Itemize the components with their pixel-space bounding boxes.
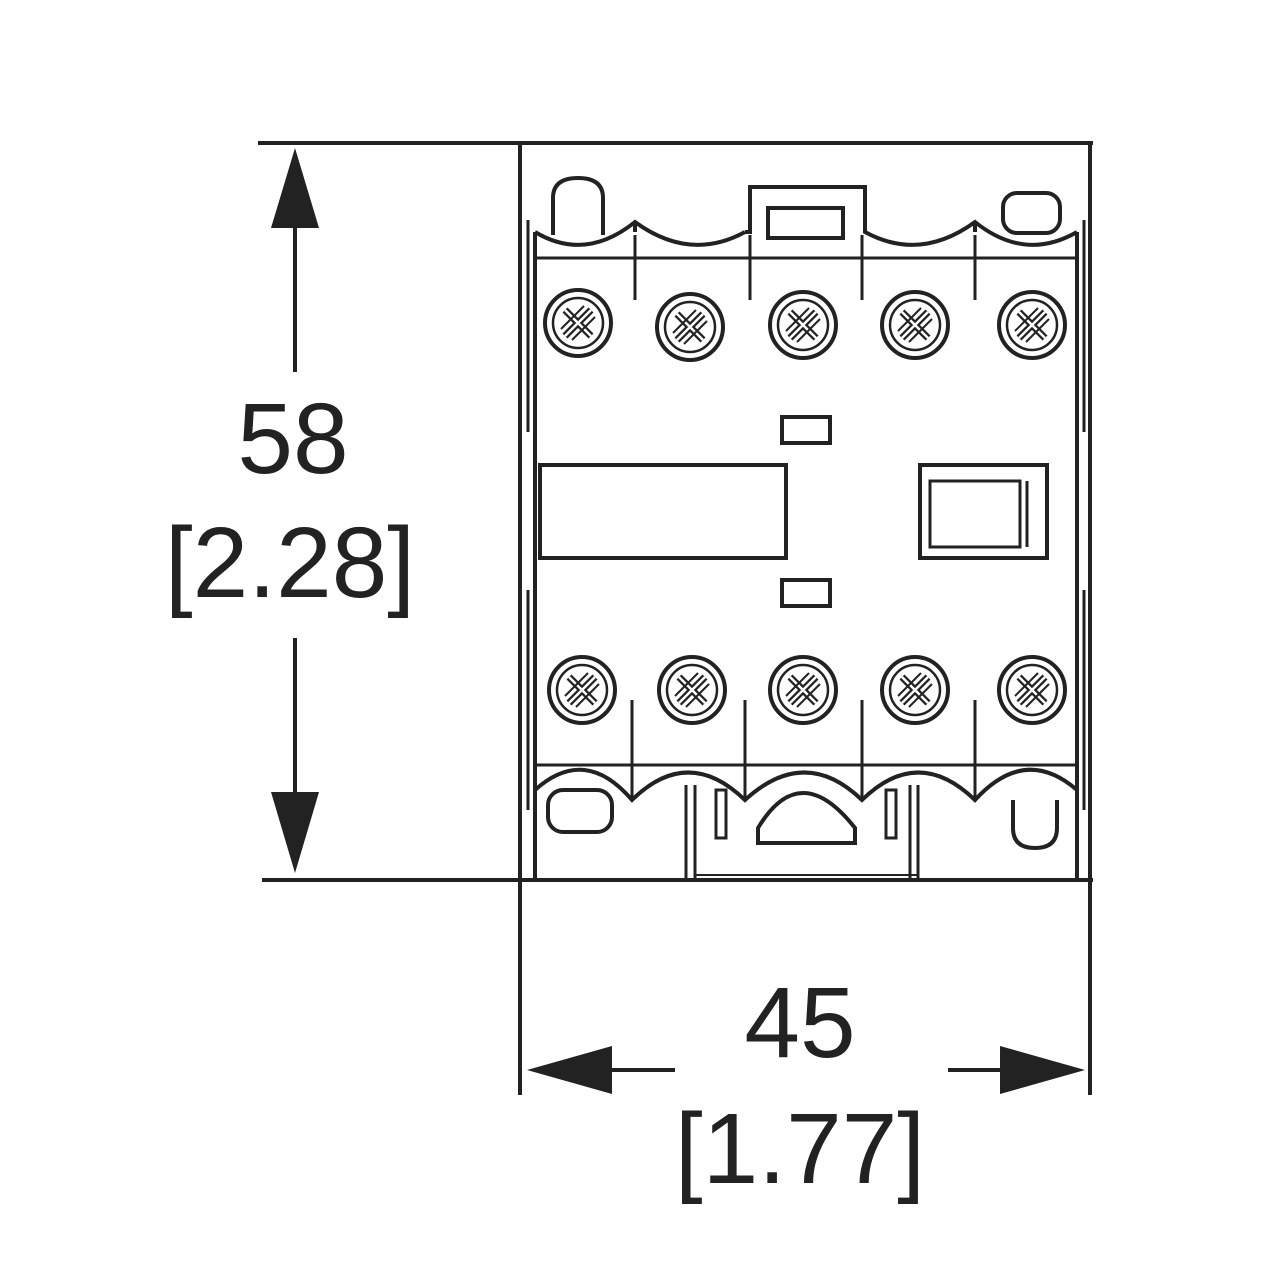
top-screw-3-icon <box>770 292 836 358</box>
top-screw-2-icon <box>657 294 723 360</box>
contactor-body <box>526 175 1086 882</box>
upper-indicator-slot <box>780 415 832 445</box>
bottom-screws <box>549 657 1065 723</box>
width-metric-label: 45 <box>744 967 855 1079</box>
bottom-screw-3-icon <box>770 657 836 723</box>
top-screw-1-icon <box>545 290 611 356</box>
height-dimension: 58 [2.28] <box>165 148 415 873</box>
bottom-right-cap <box>1011 800 1059 851</box>
top-terminal-block <box>533 175 1078 300</box>
arrow-right-icon <box>1000 1046 1085 1094</box>
extension-lines <box>258 141 1093 1095</box>
bottom-left-cap <box>546 788 614 834</box>
top-screws <box>545 290 1065 360</box>
top-right-cap <box>1001 191 1062 235</box>
din-rail-foot <box>684 785 920 882</box>
top-screw-4-icon <box>882 292 948 358</box>
arrow-down-icon <box>271 792 319 873</box>
auxiliary-clip-outer <box>918 463 1049 560</box>
lower-indicator-slot <box>780 578 832 608</box>
bottom-terminal-block <box>533 700 1079 882</box>
bottom-screw-4-icon <box>882 657 948 723</box>
auxiliary-clip-inner <box>928 479 1022 549</box>
top-screw-5-icon <box>999 292 1065 358</box>
width-dimension: 45 [1.77] <box>527 967 1085 1205</box>
height-imperial-label: [2.28] <box>165 507 415 619</box>
height-metric-label: 58 <box>237 383 348 495</box>
width-imperial-label: [1.77] <box>675 1093 925 1205</box>
bottom-center-cap <box>756 791 857 845</box>
bottom-screw-2-icon <box>659 657 725 723</box>
bottom-screw-1-icon <box>549 657 615 723</box>
arrow-up-icon <box>271 148 319 228</box>
top-left-cap <box>551 175 605 235</box>
label-window <box>538 463 788 560</box>
arrow-left-icon <box>527 1046 612 1094</box>
bottom-screw-5-icon <box>999 657 1065 723</box>
top-center-tab <box>766 206 845 240</box>
